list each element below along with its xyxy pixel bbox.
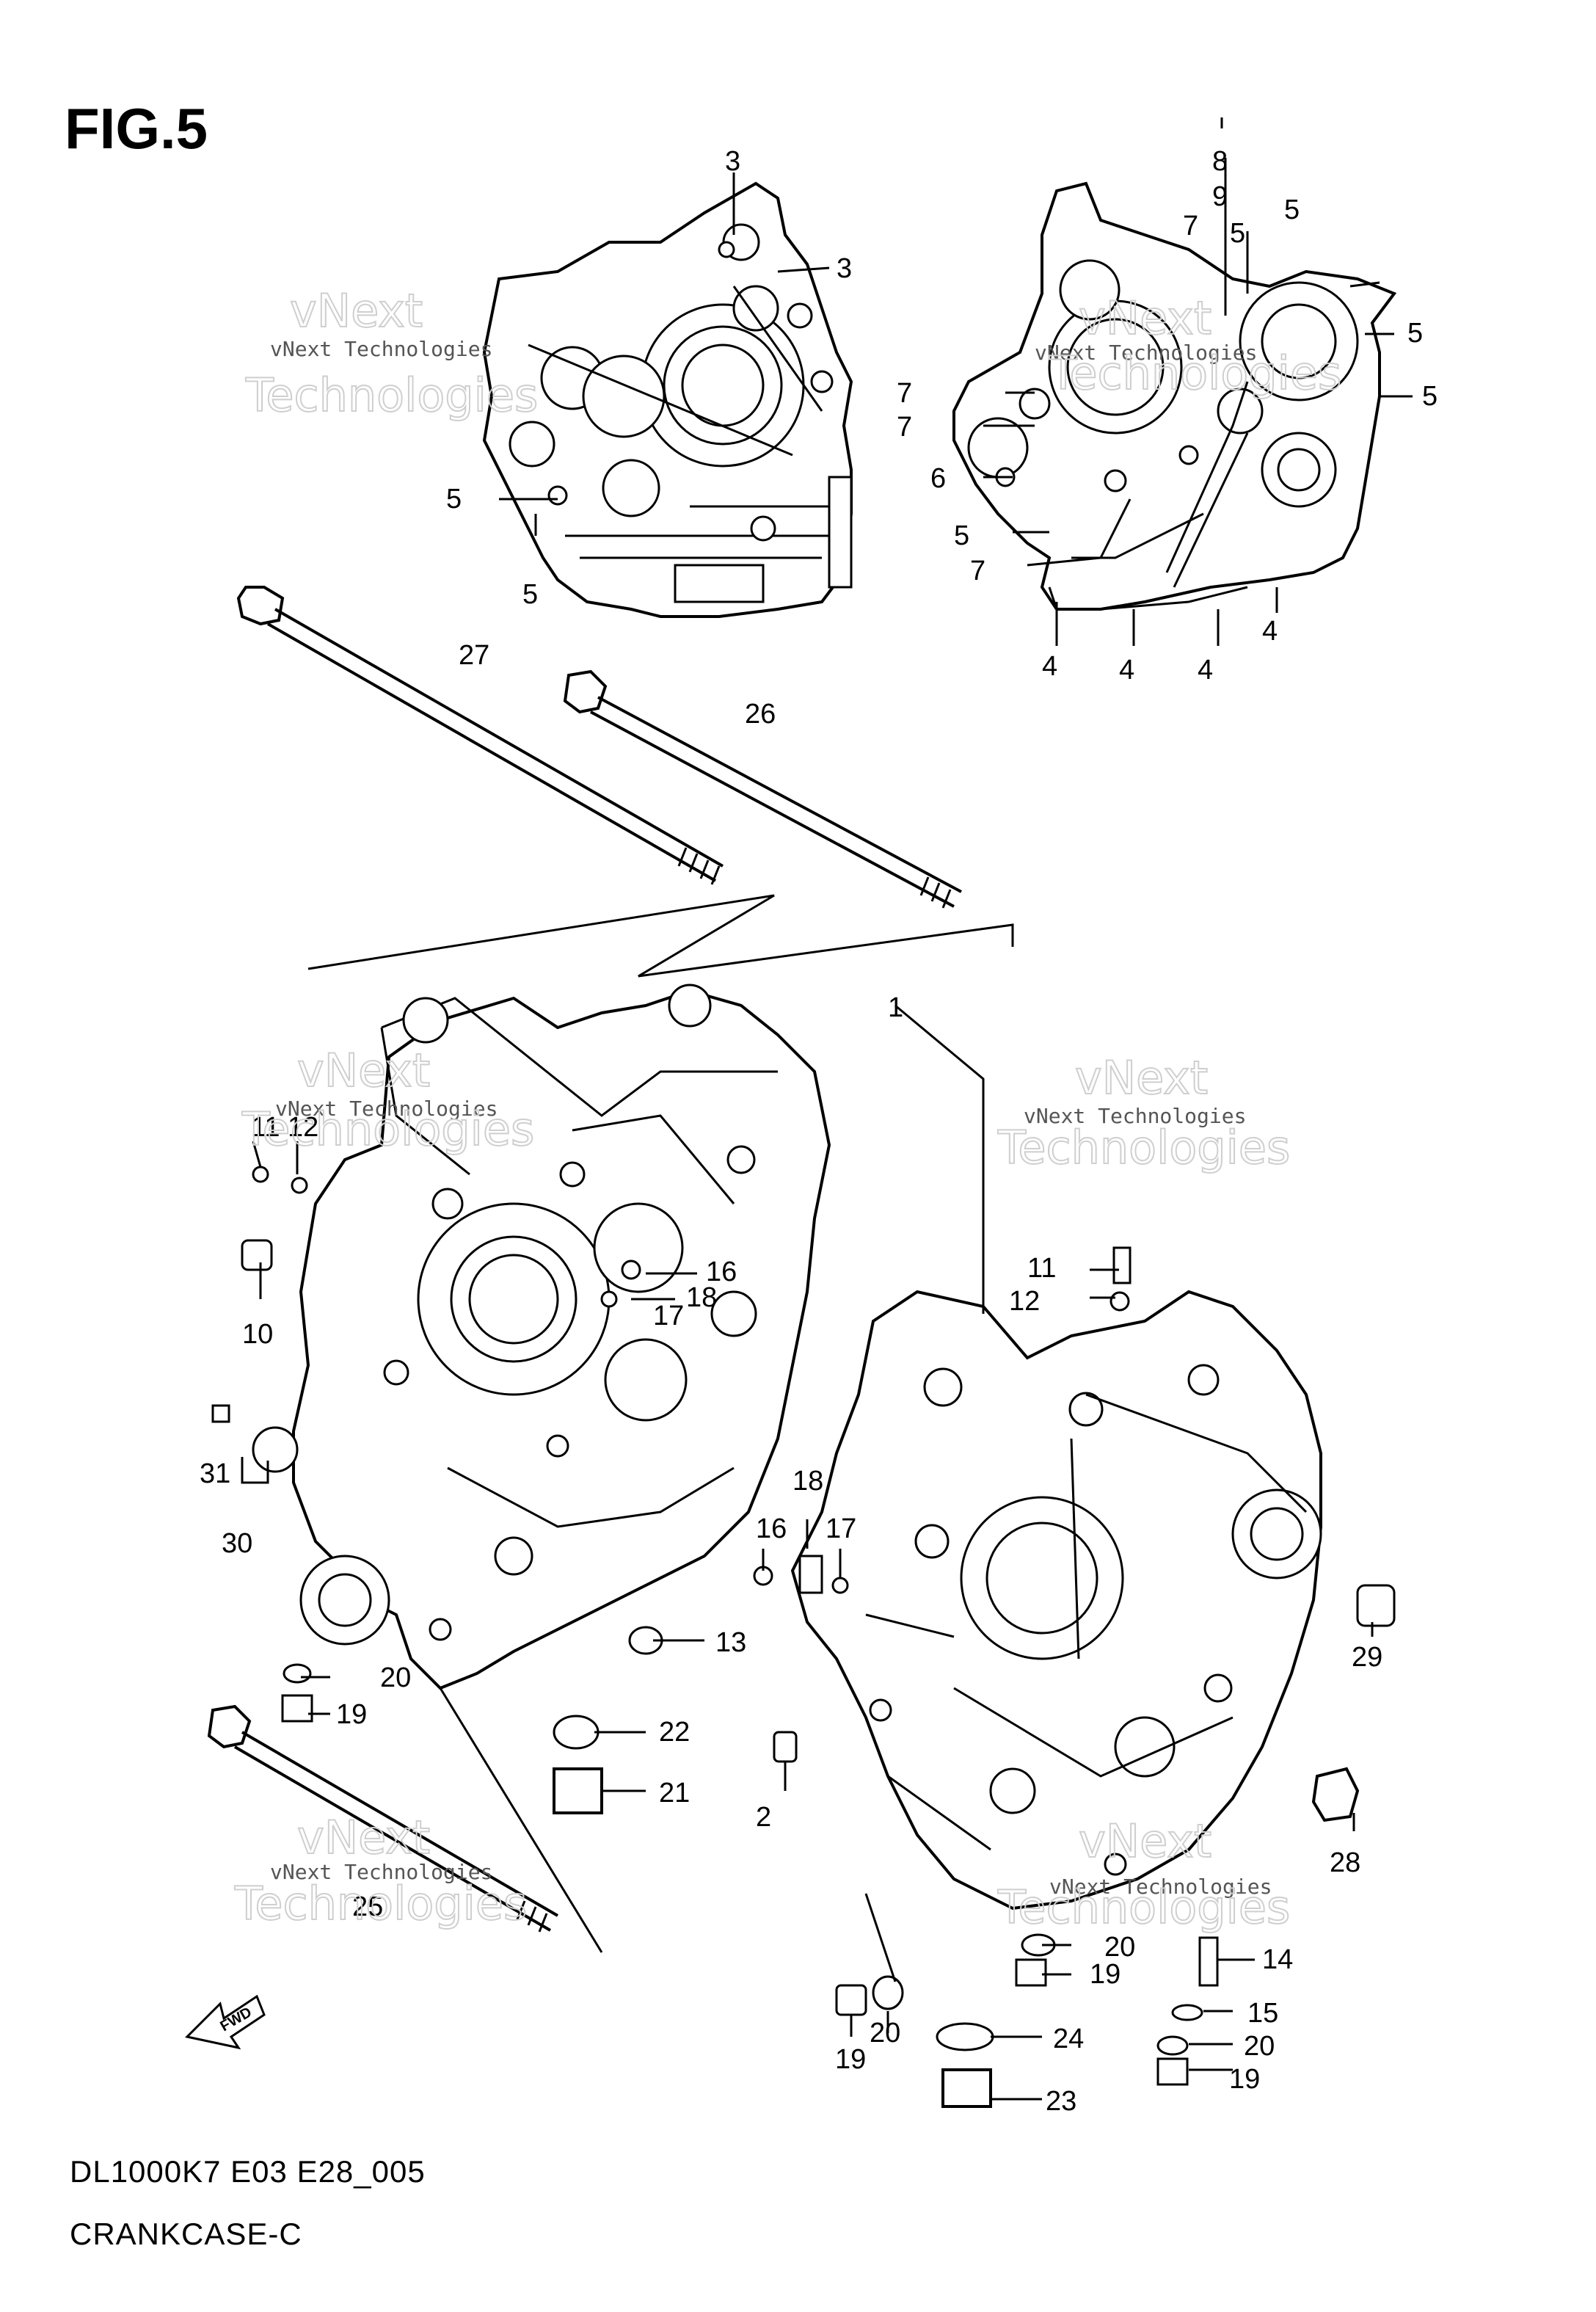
- callout-20: 20: [1244, 2031, 1275, 2062]
- callout-30: 30: [222, 1528, 252, 1559]
- callout-17: 17: [826, 1513, 856, 1544]
- watermark-big-2: Technologies: [997, 1880, 1290, 1934]
- callout-20: 20: [380, 1662, 411, 1693]
- figure-name: CRANKCASE-C: [70, 2217, 302, 2251]
- callout-4: 4: [1262, 616, 1278, 647]
- watermark-big-2: Technologies: [1049, 346, 1341, 400]
- callout-5: 5: [1284, 195, 1300, 225]
- callout-16: 16: [706, 1257, 737, 1287]
- callout-16: 16: [756, 1513, 787, 1544]
- watermark-big-1: vNext: [290, 284, 423, 338]
- callout-7: 7: [1183, 211, 1198, 241]
- watermark-text: vNext Technologies: [1035, 341, 1257, 365]
- watermarks: vNext Technologies vNext Technologies vN…: [233, 283, 1342, 1935]
- callout-1: 1: [888, 992, 903, 1023]
- callout-12: 12: [288, 1112, 318, 1143]
- watermark-big-2: Technologies: [234, 1877, 527, 1930]
- callout-5: 5: [1422, 381, 1438, 412]
- callout-13: 13: [715, 1627, 746, 1658]
- callout-21: 21: [659, 1778, 690, 1808]
- callout-20: 20: [870, 2018, 900, 2049]
- callout-24: 24: [1053, 2024, 1084, 2054]
- figure-code: DL1000K7 E03 E28_005: [70, 2154, 426, 2189]
- callout-29: 29: [1352, 1642, 1382, 1673]
- callout-27: 27: [459, 640, 489, 671]
- callout-20: 20: [1104, 1932, 1135, 1963]
- callout-11: 11: [1027, 1253, 1056, 1284]
- watermark-big-2: Technologies: [245, 368, 538, 422]
- watermark-big-1: vNext: [297, 1044, 430, 1097]
- watermark-big-2: Technologies: [241, 1102, 534, 1156]
- callout-6: 6: [930, 463, 946, 494]
- callout-5: 5: [522, 579, 538, 610]
- watermark-text: vNext Technologies: [275, 1097, 498, 1121]
- callout-3: 3: [725, 146, 740, 177]
- callout-26: 26: [745, 699, 776, 730]
- callout-12: 12: [1009, 1286, 1040, 1317]
- callout-7: 7: [897, 378, 912, 409]
- watermark-text: vNext Technologies: [270, 337, 492, 361]
- callout-7: 7: [897, 412, 912, 443]
- long-bolt-25: [207, 1704, 559, 1933]
- callout-5: 5: [1230, 218, 1245, 249]
- callout-18: 18: [792, 1466, 823, 1497]
- callout-23: 23: [1046, 2086, 1076, 2117]
- callout-14: 14: [1262, 1944, 1293, 1975]
- callout-7: 7: [970, 556, 985, 586]
- callout-3: 3: [837, 253, 852, 284]
- small-parts: [211, 1166, 1396, 2108]
- callout-19: 19: [1090, 1959, 1121, 1990]
- callout-9: 9: [1212, 181, 1228, 212]
- leader-lines: [241, 117, 1413, 2101]
- callout-28: 28: [1330, 1847, 1360, 1878]
- long-bolt-26: [563, 669, 962, 909]
- callout-19: 19: [835, 2044, 866, 2075]
- callout-19: 19: [336, 1699, 367, 1730]
- watermark-big-1: vNext: [1079, 1814, 1211, 1868]
- watermark-text: vNext Technologies: [1049, 1875, 1272, 1899]
- upper-right-crankcase-view: [952, 181, 1397, 611]
- callout-5: 5: [954, 520, 969, 551]
- callout-31: 31: [200, 1458, 230, 1489]
- callout-15: 15: [1247, 1998, 1278, 2029]
- upper-left-crankcase-view: [482, 181, 853, 618]
- right-crankcase-half: [790, 1290, 1322, 1911]
- callout-4: 4: [1119, 655, 1134, 686]
- callout-22: 22: [659, 1717, 690, 1748]
- figure-title: FIG.5: [65, 96, 208, 161]
- watermark-big-1: vNext: [1075, 1051, 1208, 1105]
- watermark-big-1: vNext: [1079, 291, 1211, 345]
- callout-2: 2: [756, 1802, 771, 1833]
- callout-numbers: 3 3 5 5 8 9 7 5 5 5 5 7 7 6 5 7 4 4 4 4 …: [200, 146, 1438, 2117]
- watermark-text: vNext Technologies: [270, 1860, 492, 1884]
- callout-18: 18: [686, 1282, 717, 1313]
- watermark-text: vNext Technologies: [1024, 1104, 1246, 1128]
- watermark-big-1: vNext: [297, 1811, 430, 1864]
- callout-5: 5: [446, 484, 462, 515]
- callout-5: 5: [1407, 318, 1423, 349]
- long-bolt-27: [236, 586, 724, 885]
- callout-19: 19: [1229, 2064, 1260, 2095]
- callout-17: 17: [653, 1301, 684, 1331]
- callout-10: 10: [242, 1319, 273, 1350]
- callout-8: 8: [1212, 146, 1228, 177]
- watermark-big-2: Technologies: [997, 1121, 1290, 1174]
- callout-4: 4: [1042, 651, 1057, 682]
- left-crankcase-half: [292, 984, 831, 1690]
- callout-4: 4: [1198, 655, 1213, 686]
- callout-25: 25: [352, 1891, 383, 1922]
- fwd-arrow-icon: FWD: [184, 1994, 266, 2050]
- callout-11: 11: [251, 1112, 280, 1143]
